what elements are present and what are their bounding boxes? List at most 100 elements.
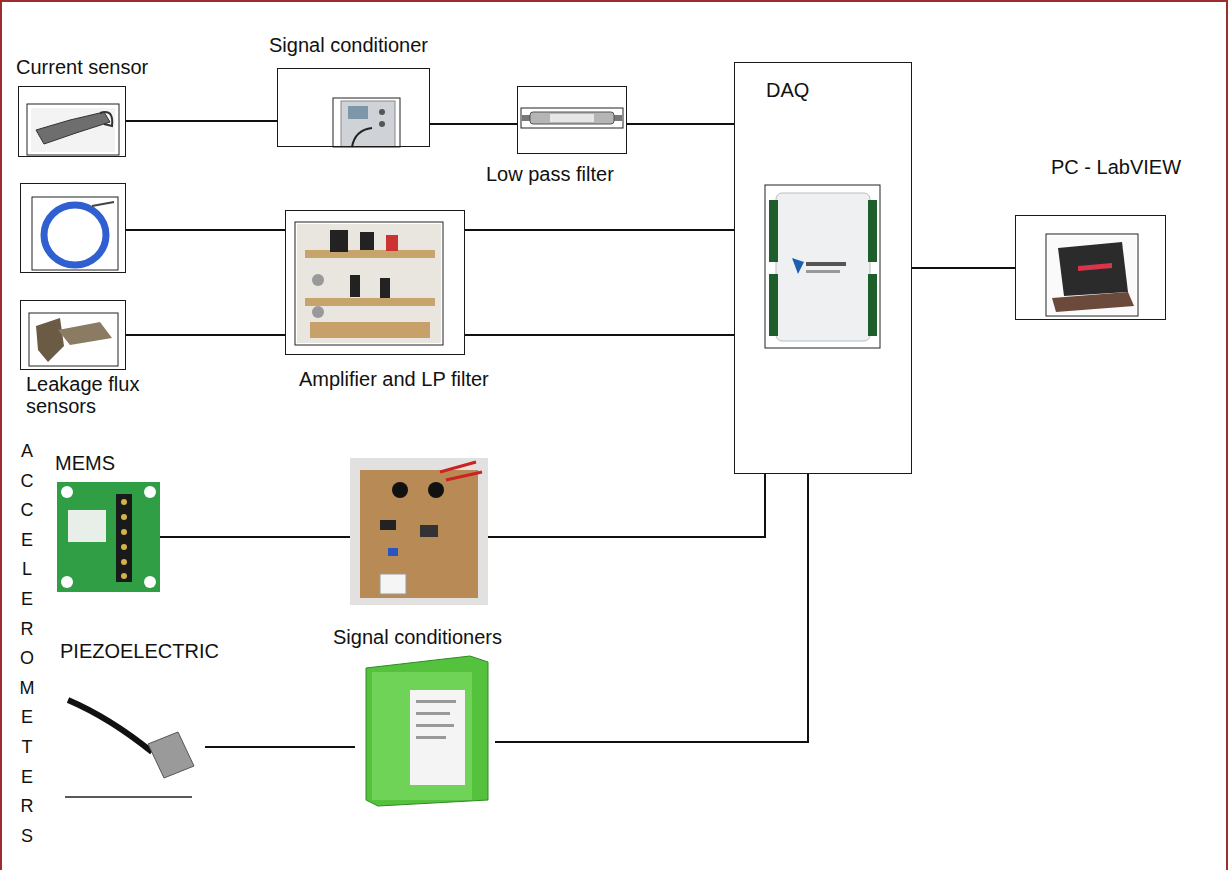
device-screen bbox=[348, 106, 368, 119]
pin bbox=[121, 529, 127, 535]
pin-header bbox=[116, 494, 132, 582]
node-label: Current sensor bbox=[16, 56, 148, 78]
logo-bar bbox=[806, 270, 840, 273]
pin bbox=[121, 559, 127, 565]
node-label: Signal conditioners bbox=[333, 626, 502, 648]
device-knob bbox=[379, 109, 385, 115]
amplifier-box: Amplifier and LP filter bbox=[285, 210, 465, 355]
capacitor bbox=[392, 482, 408, 498]
conditioner-box: Signal conditioner bbox=[277, 68, 430, 147]
clamp-symbol bbox=[36, 112, 110, 144]
photo-ground bbox=[297, 224, 441, 343]
component bbox=[386, 235, 398, 251]
sensor-box: Current sensor bbox=[18, 86, 126, 157]
mems-board bbox=[57, 482, 160, 592]
signal-line bbox=[912, 267, 1015, 269]
cable bbox=[92, 202, 114, 206]
filter-body bbox=[530, 112, 614, 124]
pin bbox=[121, 499, 127, 505]
wire bbox=[440, 462, 476, 472]
clamp-jaw bbox=[100, 112, 112, 126]
node-label: Low pass filter bbox=[486, 163, 614, 185]
picture-frame bbox=[333, 98, 400, 147]
connector bbox=[312, 306, 324, 318]
mount-hole bbox=[61, 576, 73, 588]
screen-bar bbox=[1078, 263, 1112, 271]
piezo-symbol bbox=[148, 732, 194, 778]
component bbox=[330, 230, 348, 252]
signal-line bbox=[465, 334, 734, 336]
accelerometer: MEMS bbox=[57, 480, 160, 592]
plate-line bbox=[416, 700, 456, 703]
photo-ground bbox=[1048, 236, 1136, 314]
signal-line bbox=[205, 746, 355, 748]
conditioner-plate bbox=[410, 690, 465, 785]
pin bbox=[121, 544, 127, 550]
laptop-base bbox=[1052, 292, 1134, 312]
daq-device bbox=[776, 193, 870, 341]
cable bbox=[352, 128, 372, 147]
picture-frame bbox=[521, 108, 623, 128]
signal-line bbox=[627, 123, 734, 125]
signal-line bbox=[465, 229, 734, 231]
wire bbox=[446, 472, 482, 480]
sensor-box bbox=[20, 183, 126, 273]
signal-line bbox=[495, 474, 808, 742]
filter-label bbox=[550, 114, 594, 122]
filter-box: Low pass filter bbox=[517, 86, 627, 154]
connector bbox=[380, 574, 406, 594]
connector bbox=[522, 115, 530, 121]
coil-symbol bbox=[44, 205, 106, 265]
cable bbox=[68, 700, 152, 752]
terminal-strip bbox=[769, 200, 778, 262]
signal-line bbox=[488, 474, 765, 537]
board-plate bbox=[310, 322, 430, 338]
conditioner-board bbox=[350, 458, 488, 605]
conditioner-symbol bbox=[366, 656, 488, 806]
plate-line bbox=[416, 712, 450, 715]
flux-sensor-symbol bbox=[36, 318, 64, 362]
connector bbox=[312, 274, 324, 286]
signal-line bbox=[126, 229, 285, 231]
chip bbox=[420, 525, 438, 537]
component bbox=[388, 548, 398, 556]
connector bbox=[614, 115, 622, 121]
picture-frame bbox=[29, 313, 118, 366]
daq-box: DAQ bbox=[734, 62, 912, 474]
picture-frame bbox=[765, 185, 880, 348]
photo-ground bbox=[350, 458, 488, 605]
node-label: Signal conditioner bbox=[269, 34, 428, 56]
component bbox=[360, 232, 374, 250]
terminal-strip bbox=[868, 274, 877, 336]
picture-frame bbox=[27, 104, 119, 155]
flux-sensor-symbol bbox=[58, 322, 112, 345]
chip bbox=[380, 520, 396, 530]
logo-symbol bbox=[792, 258, 804, 274]
signal-line bbox=[126, 120, 277, 122]
mount-hole bbox=[61, 486, 73, 498]
plate-line bbox=[416, 724, 454, 727]
sensor-chip bbox=[68, 510, 106, 542]
mount-hole bbox=[144, 486, 156, 498]
pcb bbox=[360, 470, 478, 598]
accelerometer: PIEZOELECTRIC bbox=[65, 690, 205, 800]
board-plate bbox=[305, 250, 435, 258]
mount-hole bbox=[144, 576, 156, 588]
component bbox=[380, 278, 390, 298]
laptop-screen bbox=[1058, 242, 1128, 296]
signal-line bbox=[126, 334, 285, 336]
conditioner-face bbox=[372, 672, 472, 800]
picture-frame bbox=[295, 222, 443, 345]
node-label: PC - LabVIEW bbox=[1051, 156, 1181, 178]
sensor-box: Leakage flux sensors bbox=[20, 300, 126, 370]
component bbox=[350, 275, 360, 297]
plate-line bbox=[416, 736, 446, 739]
pc-box: PC - LabVIEW bbox=[1015, 215, 1166, 320]
pin bbox=[121, 573, 127, 579]
board-plate bbox=[305, 298, 435, 306]
mounting-line bbox=[65, 796, 192, 798]
conditioner-module: Signal conditioners bbox=[355, 655, 495, 805]
